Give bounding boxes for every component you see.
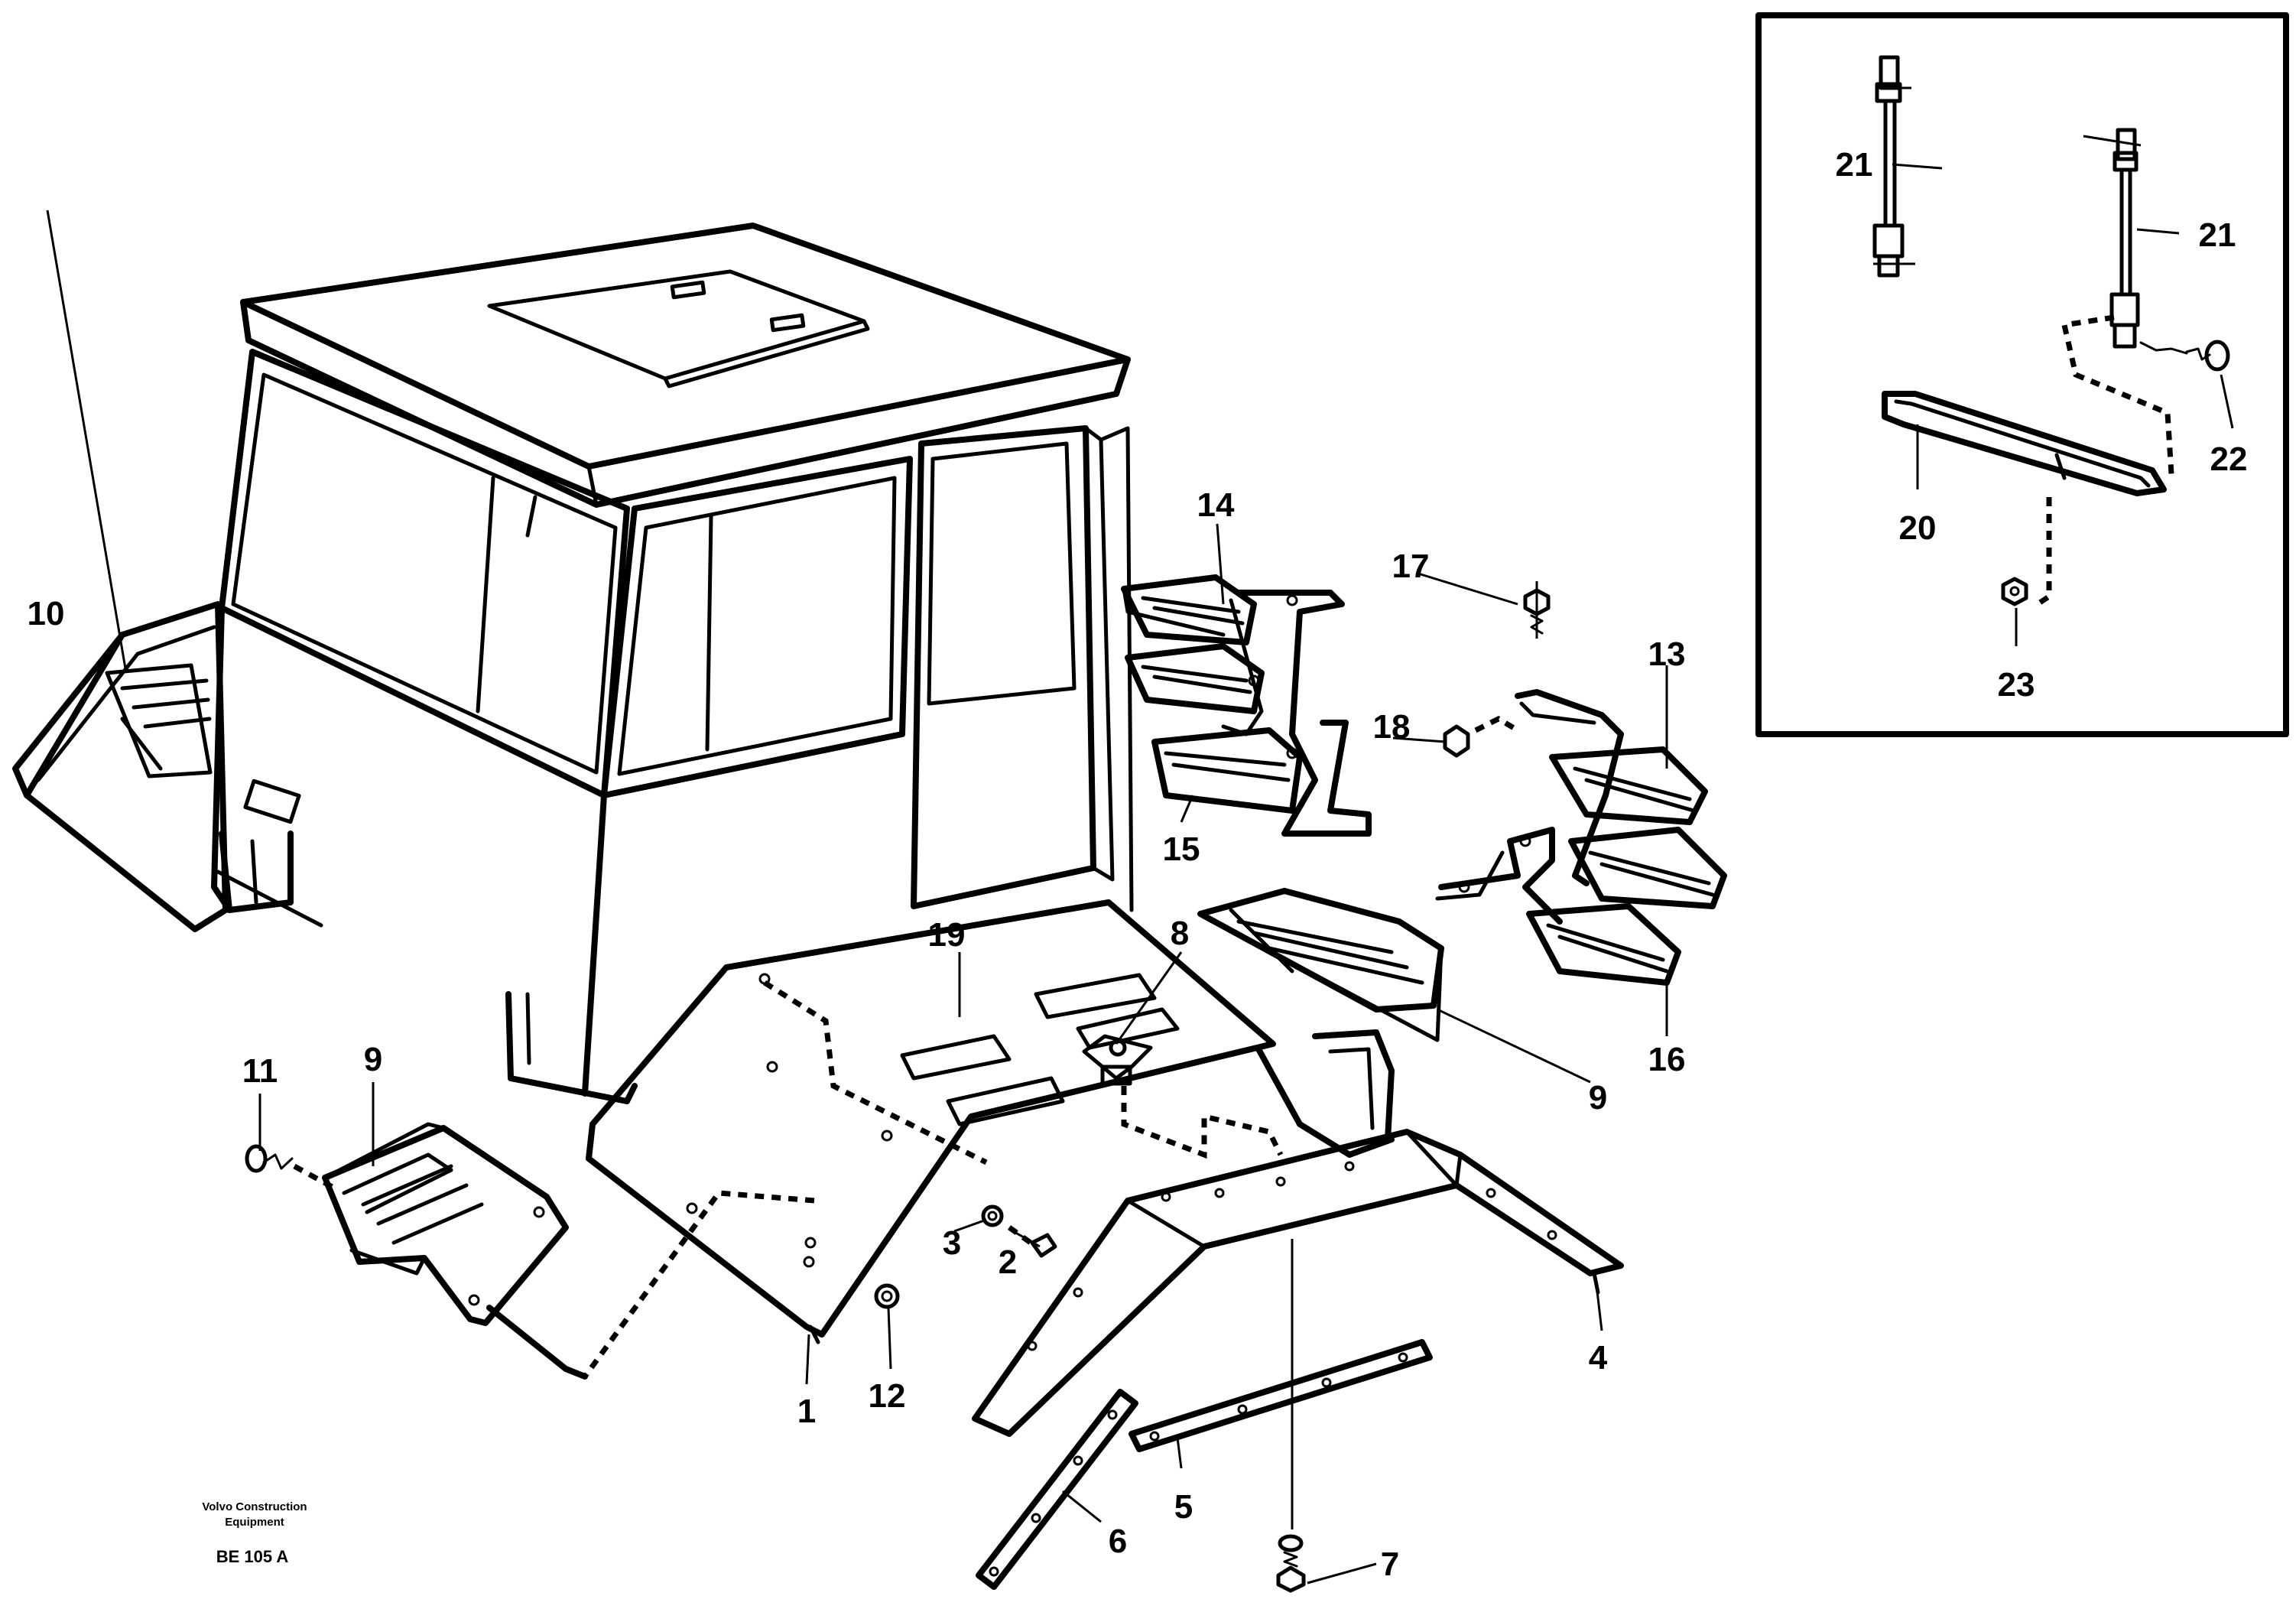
strip-6 <box>976 1389 1138 1590</box>
callout-6: 6 <box>1109 1523 1127 1560</box>
anti-slip-mat <box>1034 973 1157 1019</box>
callout-12: 12 <box>869 1377 906 1415</box>
callout-15: 15 <box>1163 831 1200 868</box>
callout-4: 4 <box>1589 1339 1608 1377</box>
nut-23 <box>2001 577 2028 606</box>
callout-9-right: 9 <box>1589 1079 1607 1117</box>
washer-3 <box>981 1204 1004 1227</box>
bolt-7 <box>1276 1534 1306 1593</box>
callout-2: 2 <box>999 1243 1017 1281</box>
leader-lines <box>46 163 2234 1585</box>
step-ladder-14-15 <box>1121 574 1372 837</box>
callout-18: 18 <box>1373 708 1411 746</box>
callout-22: 22 <box>2210 440 2248 478</box>
step-assembly-10 <box>12 601 229 932</box>
callout-17: 17 <box>1392 548 1430 585</box>
step-ladder-13-16 <box>1435 581 1727 986</box>
callout-13: 13 <box>1648 635 1686 673</box>
nut-12 <box>874 1283 900 1309</box>
callout-14: 14 <box>1197 486 1235 524</box>
callout-20: 20 <box>1899 509 1937 547</box>
callout-21-right: 21 <box>2199 216 2236 254</box>
floor-plate-1 <box>486 899 1284 1380</box>
brand-line-2: Equipment <box>225 1516 284 1529</box>
callout-16: 16 <box>1648 1041 1686 1078</box>
callout-8: 8 <box>1171 915 1189 952</box>
step-9-left <box>245 1122 569 1326</box>
brand-line-1: Volvo Construction <box>202 1500 307 1513</box>
cab <box>211 223 1134 1104</box>
callout-11: 11 <box>242 1052 278 1090</box>
drawing-code: BE 105 A <box>216 1547 289 1566</box>
callout-9-left: 9 <box>364 1041 382 1078</box>
callout-labels: 1 2 3 4 5 6 7 8 9 9 10 11 12 13 14 15 16… <box>28 146 2248 1583</box>
strip-5 <box>1129 1239 1433 1529</box>
anti-slip-mat <box>1076 1007 1180 1050</box>
callout-10: 10 <box>28 595 65 632</box>
fender-frame-4 <box>972 1029 1624 1437</box>
bolt-11 <box>245 1144 294 1173</box>
step-9-right <box>1197 888 1444 1042</box>
fasteners <box>874 1034 1306 1593</box>
callout-19: 19 <box>928 916 966 954</box>
callout-1: 1 <box>797 1393 816 1430</box>
callout-7: 7 <box>1381 1546 1399 1583</box>
callout-3: 3 <box>943 1224 961 1262</box>
callout-5: 5 <box>1174 1488 1193 1526</box>
gas-strut-inset <box>1755 12 2289 737</box>
bolt-2 <box>1030 1233 1057 1258</box>
nut-18 <box>1443 724 1470 758</box>
anti-slip-mat <box>900 1034 1012 1081</box>
footer-brand: Volvo Construction Equipment BE 105 A <box>202 1500 307 1566</box>
callout-21-left: 21 <box>1836 146 1873 184</box>
anti-slip-mat <box>946 1076 1065 1126</box>
callout-23: 23 <box>1998 666 2035 704</box>
